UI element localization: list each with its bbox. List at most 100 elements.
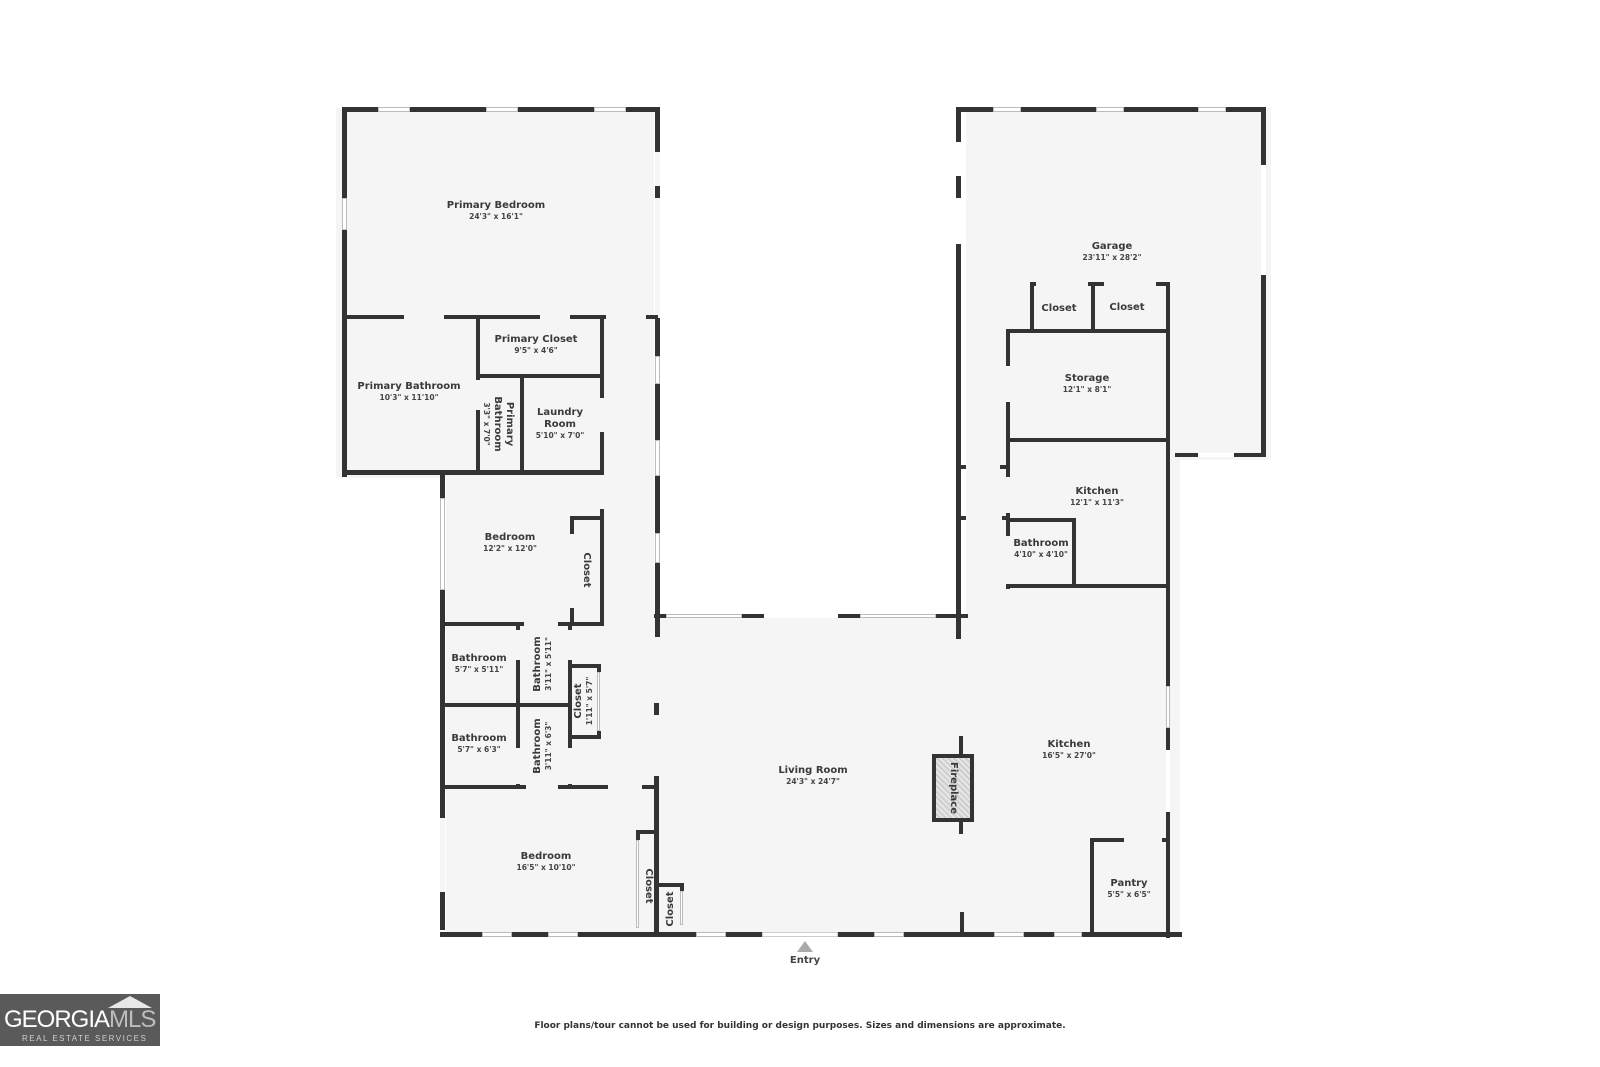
opening — [1124, 838, 1162, 842]
wall — [570, 735, 600, 739]
wall — [1006, 438, 1170, 442]
disclaimer: Floor plans/tour cannot be used for buil… — [534, 1021, 1066, 1031]
room-dims: 10'3" x 11'10" — [379, 393, 439, 402]
window — [1198, 107, 1226, 112]
window — [342, 198, 347, 230]
opening — [516, 630, 520, 660]
window — [482, 932, 512, 937]
opening — [1006, 366, 1010, 402]
wall — [1030, 282, 1034, 332]
room-name: Bedroom — [520, 851, 572, 862]
wall — [654, 703, 659, 715]
room-name: Closet — [573, 683, 584, 719]
room-dims: 24'3" x 24'7" — [786, 777, 840, 786]
wall — [597, 664, 601, 672]
room-dims: 23'11" x 28'2" — [1082, 253, 1142, 262]
window — [1166, 686, 1170, 728]
opening — [606, 315, 646, 319]
entry-door[interactable] — [762, 932, 838, 937]
window — [378, 107, 410, 112]
room-label-fireplace: Fireplace — [947, 762, 959, 814]
wall — [956, 107, 961, 639]
room-dims: 5'7" x 6'3" — [457, 745, 501, 754]
opening — [1036, 282, 1088, 286]
wall — [440, 622, 604, 626]
wall — [597, 731, 601, 739]
room-label-garage-closet-1: Closet — [1041, 303, 1076, 315]
opening — [655, 198, 660, 318]
entry-arrow-icon — [797, 941, 813, 952]
room-name: Closet — [665, 891, 676, 927]
room-dims: 12'1" x 11'3" — [1070, 498, 1124, 507]
window — [594, 107, 626, 112]
opening — [600, 398, 604, 432]
room-dims: 24'3" x 16'1" — [469, 212, 523, 221]
logo-text-georgia: GEORGIA — [4, 1006, 110, 1033]
room-dims: 1'11" x 5'7" — [585, 676, 594, 726]
room-label-bedroom-1-closet: Closet — [580, 552, 592, 587]
logo-wordmark: GEORGIAMLS — [4, 1006, 156, 1034]
room-name: Garage — [1091, 241, 1133, 252]
room-name: Closet — [1041, 303, 1077, 314]
wall — [1006, 329, 1170, 333]
wall — [478, 374, 604, 378]
opening — [1198, 453, 1234, 457]
room-name: Fireplace — [948, 761, 959, 815]
georgia-mls-logo: GEORGIAMLS REAL ESTATE SERVICES — [0, 994, 160, 1046]
room-name: Primary Bathroom — [492, 396, 515, 452]
opening — [440, 818, 445, 892]
wall — [1030, 282, 1170, 286]
window — [548, 932, 578, 937]
window — [874, 932, 904, 937]
window — [994, 932, 1024, 937]
room-name: Closet — [1109, 302, 1145, 313]
room-name: Laundry Room — [537, 407, 583, 430]
opening — [956, 142, 961, 176]
wall — [1006, 329, 1010, 589]
opening — [1006, 477, 1010, 513]
opening — [568, 748, 572, 784]
room-label-garage-closet-2: Closet — [1109, 302, 1144, 314]
room-dims: 12'1" x 8'1" — [1062, 385, 1112, 394]
window — [666, 614, 742, 618]
wall — [568, 624, 572, 788]
opening — [956, 198, 961, 244]
room-name: Bathroom — [532, 718, 543, 774]
opening — [476, 380, 480, 410]
room-dims: 9'5" x 4'6" — [514, 346, 558, 355]
room-dims: 16'5" x 10'10" — [516, 863, 576, 872]
fireplace — [932, 754, 974, 822]
door-opening — [597, 672, 600, 731]
wall — [636, 830, 640, 840]
floor-center — [654, 617, 968, 935]
room-dims: 3'11" x 5'11" — [544, 637, 553, 691]
wall — [440, 470, 445, 930]
wall — [1072, 518, 1076, 586]
window — [696, 932, 726, 937]
room-name: Kitchen — [1075, 486, 1119, 497]
wall — [1091, 282, 1095, 332]
wall — [1090, 838, 1094, 934]
wall — [342, 470, 604, 475]
room-name: Bedroom — [484, 532, 536, 543]
window — [1054, 932, 1082, 937]
wall — [656, 883, 684, 887]
room-label-living-closet: Closet — [665, 891, 677, 926]
opening — [568, 630, 572, 660]
opening — [516, 748, 520, 784]
